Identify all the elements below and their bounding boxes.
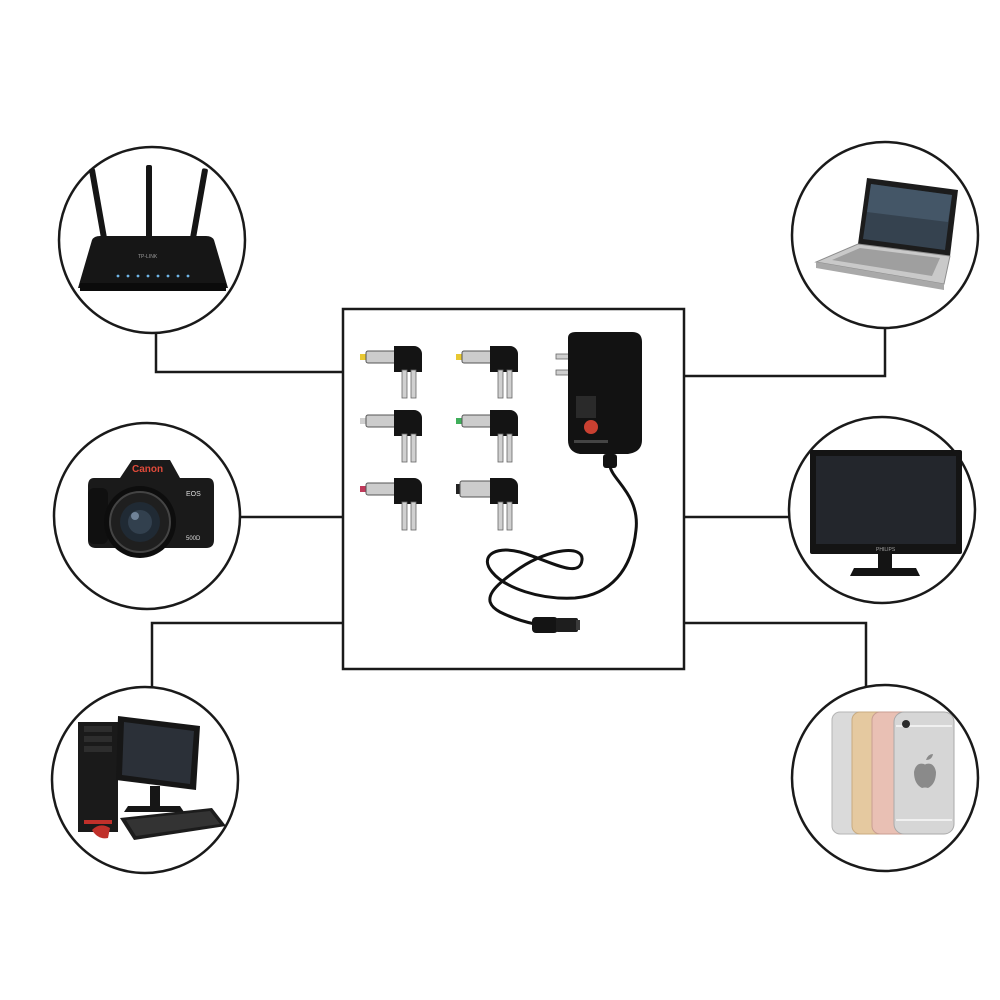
adapter-tip [456,410,518,463]
laptop-circle [790,140,980,330]
camera-brand: Canon [132,464,163,475]
smartphones-icon [831,711,955,835]
router-brand: TP-LINK [138,254,158,260]
warning-label-icon [584,420,598,434]
camera-series: EOS [186,491,201,498]
adapter-tip [456,478,518,531]
router-icon: TP-LINK [78,165,228,291]
adapter-tip [360,478,422,531]
connector-lines [150,326,887,690]
connector-router [154,326,343,374]
laptop-icon [814,178,958,290]
camera-circle: Canon EOS 500D [52,421,242,611]
camera-model: 500D [186,536,201,542]
desktop-pc-icon [78,716,226,840]
router-circle: TP-LINK [57,145,247,335]
desktop-pc-circle [50,685,240,875]
adapter-kit-panel [341,307,686,671]
wall-adapter [555,332,642,468]
adapter-tip [360,410,422,463]
connector-laptop [684,328,887,378]
power-cable [485,465,638,626]
adapter-tip [456,346,518,399]
monitor-icon: PHILIPS [810,450,962,576]
monitor-brand: PHILIPS [876,547,896,553]
adapter-tip [360,346,422,399]
monitor-circle: PHILIPS [787,415,977,605]
apple-logo-icon [914,754,936,788]
smartphones-circle [790,683,980,873]
connector-desktop [150,621,343,690]
dc-plug [532,617,580,633]
camera-icon: Canon EOS 500D [88,460,214,558]
connector-phones [684,621,868,688]
